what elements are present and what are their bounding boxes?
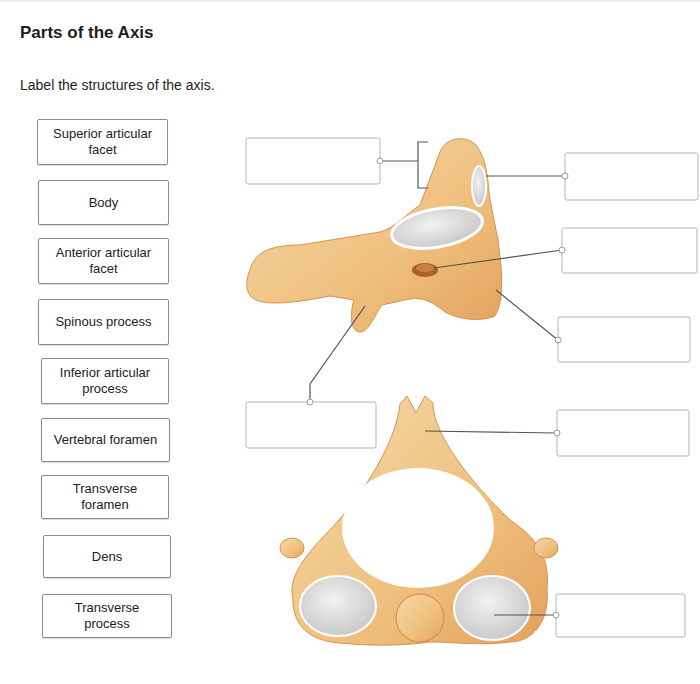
- answer-box: [557, 410, 689, 456]
- page-edge: [0, 1, 700, 2]
- instruction-text: Label the structures of the axis.: [20, 77, 215, 93]
- leader-line: [380, 160, 418, 161]
- word-bank-box: Transverse process: [42, 594, 172, 638]
- connector-dot: [559, 247, 565, 253]
- text-stack: Vertebral foramen: [54, 432, 157, 448]
- word-bank-box: Inferior articular process: [41, 358, 169, 404]
- connector-dot: [553, 612, 559, 618]
- answer-box: [246, 138, 380, 184]
- word-bank-box: Superior articular facet: [37, 119, 168, 165]
- page-title: Parts of the Axis: [20, 23, 154, 43]
- word-bank-box: Body: [38, 180, 169, 225]
- connector-dot: [377, 158, 383, 164]
- leader-line: [425, 431, 557, 433]
- connector-dot: [307, 399, 313, 405]
- text-stack: Inferior articular process: [50, 365, 160, 397]
- word-bank-box: Transverse foramen: [41, 475, 169, 519]
- term-label: Anterior articular facet: [47, 245, 160, 277]
- term-label: Vertebral foramen: [54, 432, 157, 448]
- word-bank-box: Anterior articular facet: [38, 238, 169, 284]
- foramen-shade: [416, 264, 434, 272]
- term-label: Transverse foramen: [50, 481, 160, 513]
- text-stack: Body: [89, 195, 119, 211]
- term-label: Transverse process: [51, 600, 163, 632]
- answer-box: [562, 228, 697, 273]
- transverse-process-shape: [534, 538, 558, 558]
- leader-lines: [310, 142, 565, 615]
- superior-facet-shape: [300, 576, 376, 636]
- leader-line: [310, 306, 365, 402]
- term-label: Body: [89, 195, 119, 211]
- axis-bone: [247, 139, 502, 332]
- transverse-foramen-shape: [412, 263, 438, 277]
- text-stack: Transverse process: [51, 600, 163, 632]
- term-label: Superior articular facet: [46, 126, 159, 158]
- term-label: Inferior articular process: [50, 365, 160, 397]
- answer-box: [246, 402, 376, 448]
- word-bank-box: Dens: [43, 535, 171, 578]
- text-stack: Transverse foramen: [50, 481, 160, 513]
- superior-facet-shape: [388, 201, 485, 254]
- connector-dot: [555, 337, 561, 343]
- leader-line: [496, 290, 558, 340]
- answer-boxes: [246, 138, 698, 637]
- text-stack: Dens: [92, 549, 122, 565]
- dens-shape: [396, 594, 444, 642]
- leader-line: [494, 614, 556, 615]
- text-stack: Anterior articular facet: [47, 245, 160, 277]
- leader-line: [486, 175, 565, 176]
- connector-dots: [307, 158, 568, 618]
- word-bank-box: Spinous process: [38, 299, 169, 345]
- leader-line: [434, 250, 562, 268]
- answer-box: [556, 594, 685, 637]
- axis-lateral-view: [247, 139, 502, 332]
- anterior-facet-shape: [472, 166, 486, 206]
- term-label: Spinous process: [55, 314, 151, 330]
- answer-box: [558, 317, 690, 362]
- vertebral-foramen-shape: [342, 468, 494, 588]
- bracket: [418, 142, 428, 188]
- answer-box: [565, 153, 698, 200]
- term-label: Dens: [92, 549, 122, 565]
- word-bank-box: Vertebral foramen: [41, 418, 170, 462]
- connector-dot: [554, 430, 560, 436]
- text-stack: Superior articular facet: [46, 126, 159, 158]
- superior-facet-shape: [454, 576, 530, 640]
- connector-dot: [562, 173, 568, 179]
- transverse-process-shape: [280, 538, 304, 558]
- text-stack: Spinous process: [55, 314, 151, 330]
